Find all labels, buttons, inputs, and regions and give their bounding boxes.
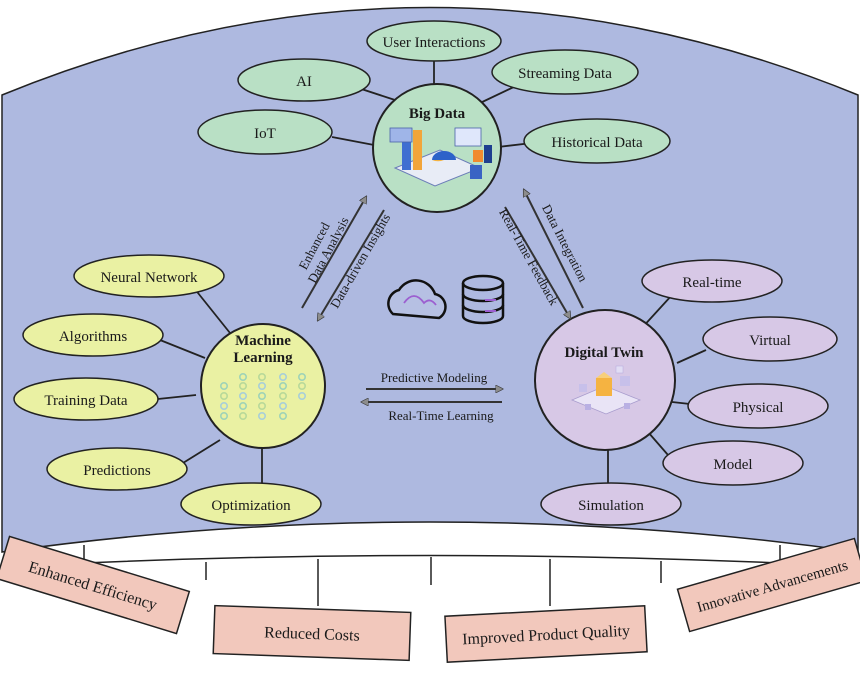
svg-text:Predictions: Predictions: [83, 463, 151, 479]
database-icon: [461, 274, 505, 325]
nn-node: [257, 381, 266, 390]
nn-node: [220, 391, 229, 400]
svg-text:Optimization: Optimization: [211, 498, 291, 514]
node-real-time: Real-time: [641, 259, 783, 303]
node-model: Model: [662, 440, 804, 486]
node-optimization: Optimization: [180, 482, 322, 526]
nn-node: [257, 372, 266, 381]
hub-big-data: Big Data: [372, 83, 502, 213]
nn-node: [220, 381, 229, 390]
outcome-improved-product-quality: Improved Product Quality: [444, 605, 648, 663]
node-training-data: Training Data: [13, 377, 159, 421]
nn-node: [239, 391, 248, 400]
nn-node: [239, 372, 248, 381]
nn-node: [278, 401, 287, 410]
svg-text:Learning: Learning: [233, 350, 293, 366]
arrow-ml-to-bigdata: [301, 197, 366, 309]
arrow-bigdata-to-dt: [504, 206, 570, 318]
nn-node: [278, 411, 287, 420]
svg-text:Big Data: Big Data: [409, 106, 466, 122]
outcome-reduced-costs: Reduced Costs: [212, 604, 412, 662]
svg-text:Training Data: Training Data: [44, 393, 128, 409]
node-streaming-data: Streaming Data: [491, 49, 639, 95]
nn-node: [257, 401, 266, 410]
nn-node: [297, 372, 306, 381]
nn-node: [220, 411, 229, 420]
arrow-bigdata-to-ml: [318, 209, 385, 320]
svg-text:Streaming Data: Streaming Data: [518, 66, 612, 82]
node-ai: AI: [237, 58, 371, 102]
svg-text:AI: AI: [296, 74, 312, 90]
nn-node: [257, 391, 266, 400]
nn-node: [239, 411, 248, 420]
svg-text:Machine: Machine: [235, 333, 291, 349]
nn-node: [278, 372, 287, 381]
svg-text:Reduced Costs: Reduced Costs: [264, 624, 360, 644]
svg-text:User Interactions: User Interactions: [383, 35, 486, 51]
nn-node: [278, 381, 287, 390]
nn-node: [239, 401, 248, 410]
digital-twin-illustration-icon: [570, 365, 642, 415]
outcome-enhanced-efficiency: Enhanced Efficiency: [0, 535, 191, 635]
node-neural-network: Neural Network: [73, 254, 225, 298]
node-algorithms: Algorithms: [22, 313, 164, 357]
flow-arrows: [301, 190, 584, 402]
nn-node: [220, 401, 229, 410]
svg-text:Historical Data: Historical Data: [551, 135, 643, 151]
svg-text:Model: Model: [713, 457, 752, 473]
svg-text:Algorithms: Algorithms: [59, 329, 127, 345]
node-simulation: Simulation: [540, 482, 682, 526]
node-virtual: Virtual: [702, 316, 838, 362]
svg-text:Simulation: Simulation: [578, 498, 644, 514]
node-iot: IoT: [197, 109, 333, 155]
node-user-interactions: User Interactions: [366, 20, 502, 62]
flow-label-predictive-modeling: Predictive Modeling: [381, 370, 488, 385]
node-historical-data: Historical Data: [523, 118, 671, 164]
svg-text:Digital Twin: Digital Twin: [564, 345, 644, 361]
nn-node: [297, 391, 306, 400]
node-physical: Physical: [687, 383, 829, 429]
flow-label-real-time-learning: Real-Time Learning: [388, 408, 494, 423]
hub-digital-twin: Digital Twin: [534, 309, 676, 451]
outcome-innovative-advancements: Innovative Advancements: [676, 537, 860, 633]
arrow-dt-to-bigdata: [524, 190, 584, 309]
svg-text:Real-time: Real-time: [682, 275, 741, 291]
svg-text:Neural Network: Neural Network: [100, 270, 198, 286]
svg-text:Physical: Physical: [733, 400, 784, 416]
neural-network-icon: [220, 372, 306, 420]
nn-node: [239, 381, 248, 390]
nn-node: [278, 391, 287, 400]
nn-node: [257, 411, 266, 420]
svg-text:IoT: IoT: [254, 126, 276, 142]
nn-node: [297, 381, 306, 390]
node-predictions: Predictions: [46, 447, 188, 491]
cloud-icon: [387, 279, 447, 320]
hub-machine-learning: Machine Learning: [200, 323, 326, 449]
svg-text:Virtual: Virtual: [749, 333, 791, 349]
outcome-connectors: [83, 545, 781, 606]
analytics-illustration-icon: [389, 127, 492, 187]
